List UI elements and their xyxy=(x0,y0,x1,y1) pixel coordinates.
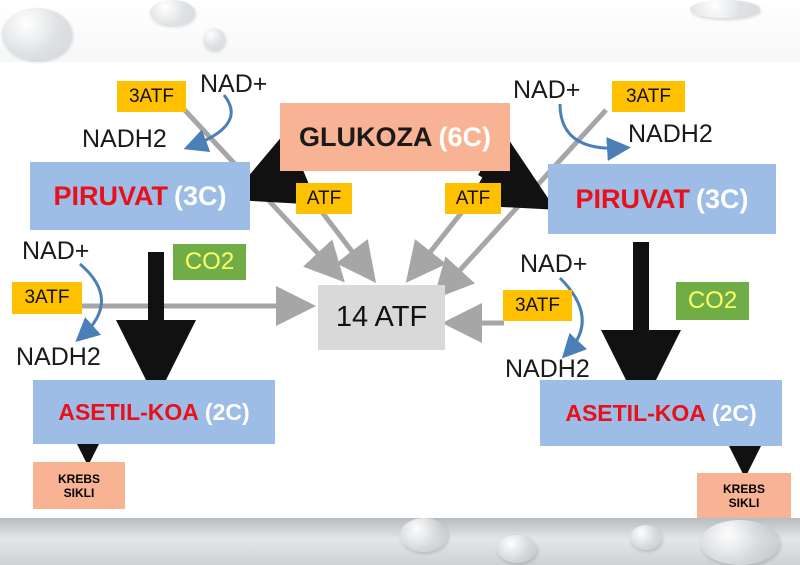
atf-label-left: ATF xyxy=(306,187,342,209)
pyruvate-box-right: PIRUVAT (3C) xyxy=(548,164,776,234)
total-atp-label: 14 ATF xyxy=(335,301,428,333)
nad-label-right-top: NAD+ xyxy=(513,76,581,104)
nad-curve-left-mid xyxy=(75,262,103,343)
atf-box-right: ATF xyxy=(445,183,501,214)
krebs-box-left: KREBS SIKLI xyxy=(33,462,125,509)
water-drop xyxy=(2,8,72,60)
pyruvate-carbons-right: (3C) xyxy=(696,183,749,214)
top-decor-band xyxy=(0,0,800,62)
glucose-name: GLUKOZA xyxy=(299,121,433,152)
atf-box-left: ATF xyxy=(296,183,352,214)
three-atf-label-left-mid: 3ATF xyxy=(24,287,70,308)
total-atp-box: 14 ATF xyxy=(318,285,445,350)
krebs-label-line2-right: SIKLI xyxy=(728,495,760,510)
nadh-label-right-mid: NADH2 xyxy=(505,355,590,383)
pyruvate-name-right: PIRUVAT xyxy=(575,183,691,214)
co2-box-right: CO2 xyxy=(676,282,749,320)
acetyl-coa-box-left: ASETIL-KOA (2C) xyxy=(33,380,275,444)
acetyl-coa-name-left: ASETIL-KOA xyxy=(58,398,199,425)
three-atf-box-left-top: 3ATF xyxy=(117,81,186,112)
water-drop xyxy=(630,525,662,550)
pyruvate-name-left: PIRUVAT xyxy=(53,180,169,211)
krebs-box-right: KREBS SIKLI xyxy=(697,473,791,518)
three-atf-box-right-top: 3ATF xyxy=(612,81,685,112)
co2-box-left: CO2 xyxy=(173,244,246,280)
krebs-label-line2-left: SIKLI xyxy=(63,485,95,500)
three-atf-box-right-mid: 3ATF xyxy=(503,290,572,321)
bottom-decor-band xyxy=(0,518,800,565)
acetyl-coa-carbons-right: (2C) xyxy=(711,399,757,426)
water-drop xyxy=(150,0,195,25)
nadh-label-left-mid: NADH2 xyxy=(16,343,101,371)
pyruvate-carbons-left: (3C) xyxy=(174,180,227,211)
nad-label-right-mid: NAD+ xyxy=(520,250,588,278)
nad-curve-right-top xyxy=(558,103,631,161)
water-drop xyxy=(690,0,760,18)
water-drop xyxy=(203,28,225,50)
water-drop xyxy=(400,518,448,552)
pyruvate-box-left: PIRUVAT (3C) xyxy=(30,162,250,230)
nad-curve-right-mid xyxy=(558,276,588,359)
water-drop xyxy=(700,520,780,565)
atf-label-right: ATF xyxy=(455,187,491,209)
acetyl-coa-name-right: ASETIL-KOA xyxy=(565,399,706,426)
nadh-label-left-top: NADH2 xyxy=(82,125,167,153)
co2-label-left: CO2 xyxy=(184,248,235,275)
three-atf-box-left-mid: 3ATF xyxy=(12,282,82,314)
acetyl-coa-box-right: ASETIL-KOA (2C) xyxy=(540,380,782,446)
co2-label-right: CO2 xyxy=(687,287,738,314)
three-atf-label-right-top: 3ATF xyxy=(625,85,672,107)
acetyl-coa-carbons-left: (2C) xyxy=(204,398,250,425)
glycolysis-arrow-right xyxy=(466,135,556,210)
three-atf-label-left-top: 3ATF xyxy=(128,85,175,107)
nad-label-left-mid: NAD+ xyxy=(22,237,90,265)
atp-arrow-right-atf xyxy=(405,210,464,283)
three-atf-label-right-mid: 3ATF xyxy=(514,294,561,316)
nad-label-left-top: NAD+ xyxy=(200,70,268,98)
glycolysis-arrow-left xyxy=(228,131,318,205)
glucose-box: GLUKOZA (6C) xyxy=(280,103,510,171)
atp-arrow-left-atf xyxy=(320,210,377,283)
glucose-carbons: (6C) xyxy=(438,121,491,152)
nad-curve-left-top xyxy=(183,94,233,152)
nadh-label-right-top: NADH2 xyxy=(628,120,713,148)
water-drop xyxy=(497,535,537,563)
krebs-label-line1-right: KREBS xyxy=(722,481,765,496)
krebs-label-line1-left: KREBS xyxy=(57,471,100,486)
